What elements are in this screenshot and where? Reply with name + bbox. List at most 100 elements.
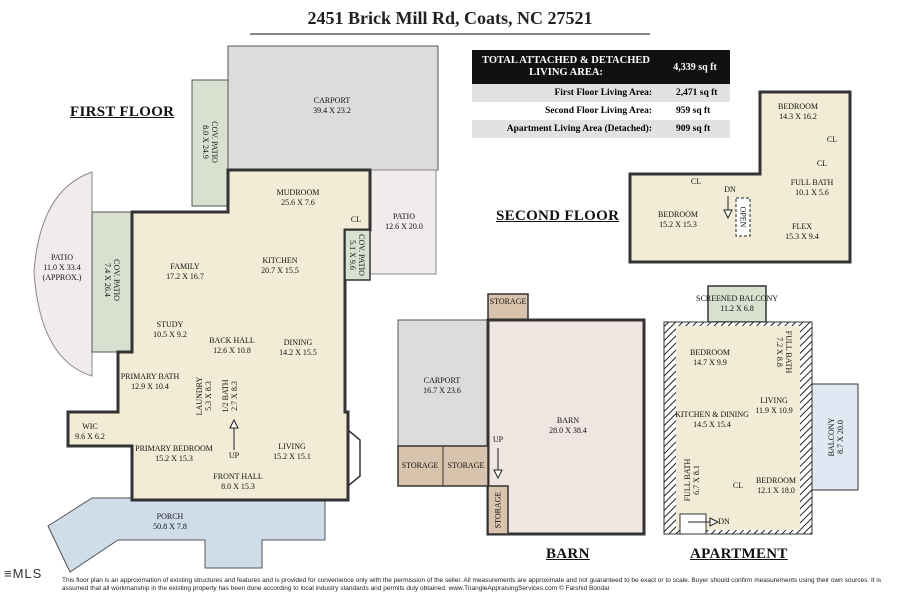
storage-label: STORAGE: [489, 297, 527, 306]
room-name: WIC: [82, 422, 98, 431]
room-dims: 11.0 X 33.4: [43, 263, 81, 272]
stair-up-label: UP: [492, 435, 504, 444]
room-dims: 12.1 X 18.0: [757, 486, 795, 495]
room-dims: 20.7 X 15.5: [261, 266, 299, 275]
closet-label: CL: [732, 481, 744, 490]
area-row: Second Floor Living Area: 959 sq ft: [472, 102, 730, 120]
room-dims: 14.5 X 15.4: [693, 420, 731, 429]
area-row-value: 2,471 sq ft: [676, 88, 718, 98]
room-name: LAUNDRY: [195, 376, 204, 416]
room-dims: 8.0 X 24.9: [201, 125, 210, 159]
stair-dn-label: DN: [724, 185, 736, 194]
room-name: DINING: [283, 338, 313, 347]
bay-window: [347, 429, 361, 487]
room-dims: 12.9 X 10.4: [131, 382, 169, 391]
room-dims: 11.2 X 6.8: [720, 304, 754, 313]
area-row-label: Apartment Living Area (Detached):: [506, 124, 652, 134]
patio-right-area: [369, 169, 437, 275]
screened-balcony-area: [707, 285, 767, 323]
room-name: FULL BATH: [683, 458, 692, 502]
up-arrow-head: [229, 418, 239, 429]
second-floor-interior: [628, 90, 852, 264]
area-row: Apartment Living Area (Detached): 909 sq…: [472, 120, 730, 138]
page-title: 2451 Brick Mill Rd, Coats, NC 27521: [307, 8, 593, 28]
room-dims: 12.6 X 20.0: [385, 222, 423, 231]
room-name: CARPORT: [313, 96, 351, 105]
room-name: PRIMARY BATH: [120, 372, 180, 381]
dn-arrow-2f-head: [723, 209, 733, 220]
storage-label: STORAGE: [401, 461, 439, 470]
room-dims: 17.2 X 16.7: [166, 272, 204, 281]
room-dims: 7.2 X 8.8: [775, 337, 784, 367]
room-name: LIVING: [760, 396, 788, 405]
carport-area: [227, 45, 439, 171]
room-dims: 15.3 X 9.4: [785, 232, 819, 241]
title-underline: [250, 33, 650, 35]
closet-label: CL: [826, 135, 838, 144]
room-dims: 14.7 X 9.9: [693, 358, 727, 367]
apartment-interior-lower: [676, 508, 800, 530]
room-dims: 11.9 X 10.9: [755, 406, 793, 415]
open-stair: [735, 197, 751, 237]
second-floor-heading: SECOND FLOOR: [496, 208, 620, 224]
area-row-value: 909 sq ft: [676, 124, 711, 134]
room-dims: 15.2 X 15.3: [155, 454, 193, 463]
total-area-row: TOTAL ATTACHED & DETACHED LIVING AREA: 4…: [472, 50, 730, 84]
room-dims: 16.7 X 23.6: [423, 386, 461, 395]
patio-left-area: [33, 171, 93, 377]
room-dims: 5.1 X 9.6: [348, 240, 357, 270]
cov-patio-small-area: [344, 229, 371, 281]
room-name: 1/2 BATH: [221, 379, 230, 413]
room-name: FAMILY: [170, 262, 200, 271]
mls-logo: ≡MLS: [4, 566, 43, 581]
room-dims: 15.2 X 15.1: [273, 452, 311, 461]
open-label: OPEN: [738, 206, 748, 228]
barn-up-arrow-head: [493, 469, 503, 480]
room-dims: 28.0 X 38.4: [549, 426, 587, 435]
room-name: PATIO: [393, 212, 415, 221]
area-row-label: First Floor Living Area:: [554, 88, 652, 98]
room-name: LIVING: [278, 442, 306, 451]
room-dims: 7.4 X 26.4: [103, 263, 112, 297]
closet-label: CL: [816, 159, 828, 168]
room-dims: 15.2 X 15.3: [659, 220, 697, 229]
room-name: BEDROOM: [689, 348, 731, 357]
room-name: PRIMARY BEDROOM: [135, 444, 213, 453]
room-dims: 5.3 X 8.3: [204, 381, 213, 411]
room-name: BARN: [556, 416, 580, 425]
area-summary-table: TOTAL ATTACHED & DETACHED LIVING AREA: 4…: [472, 50, 730, 138]
room-name: KITCHEN: [262, 256, 298, 265]
barn-area: [486, 318, 646, 536]
apartment-heading: APARTMENT: [690, 546, 788, 562]
apartment-balcony-area: [811, 383, 859, 491]
apartment-stair: [679, 513, 707, 535]
room-name: COV. PATIO: [357, 234, 366, 276]
area-row-label: Second Floor Living Area:: [544, 106, 652, 116]
room-name: SCREENED BALCONY: [695, 294, 779, 303]
barn-storage-vertical: [487, 485, 509, 535]
total-area-value: 4,339 sq ft: [673, 61, 717, 73]
barn-heading: BARN: [546, 546, 590, 562]
room-note: (APPROX.): [42, 273, 82, 282]
stair-dn-label: DN: [718, 517, 730, 526]
